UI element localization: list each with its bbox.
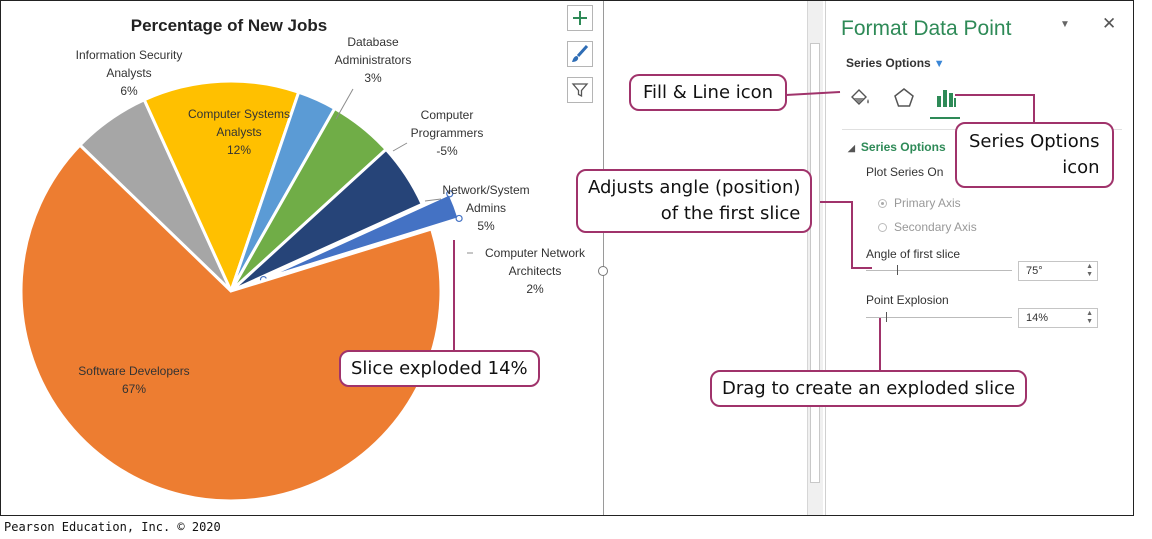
slice-selection-handle[interactable] [446, 190, 454, 198]
close-icon[interactable]: ✕ [1102, 14, 1117, 33]
callout-adjusts-line2: of the first slice [660, 203, 801, 224]
angle-of-first-slice-label: Angle of first slice [866, 247, 961, 261]
callout-fill-line: Fill & Line icon [629, 74, 788, 111]
collapse-triangle-icon: ◢ [848, 143, 855, 153]
slice-name-label: Analysts [106, 66, 151, 80]
chart-selection-border [603, 1, 604, 515]
callout-fill-line-text: Fill & Line icon [643, 82, 774, 103]
explosion-slider-thumb[interactable] [886, 312, 888, 322]
leader-line [392, 142, 408, 152]
series-options-dropdown[interactable]: Series Options▼ [846, 56, 945, 70]
slice-name-label: Programmers [411, 126, 484, 140]
callout-adjusts-line1: Adjusts angle (position) [588, 177, 801, 198]
paint-bucket-icon [851, 89, 869, 105]
section-title: Series Options [860, 140, 946, 154]
secondary-axis-label: Secondary Axis [894, 220, 977, 234]
plus-icon [573, 11, 587, 25]
callout-adjusts-angle: Adjusts angle (position) of the first sl… [576, 169, 813, 233]
pie-chart[interactable]: Percentage of New Jobs Information Secur… [1, 1, 601, 516]
slice-value-label: 3% [364, 71, 382, 85]
slice-name-label: Architects [509, 264, 562, 278]
slice-name-label: Administrators [335, 53, 412, 67]
copyright-notice: Pearson Education, Inc. © 2020 [4, 520, 221, 534]
series-options-section-header[interactable]: ◢ Series Options [848, 140, 946, 154]
explosion-value: 14% [1026, 312, 1049, 324]
chevron-down-icon[interactable]: ▼ [1060, 19, 1070, 30]
callout-slice-exploded: Slice exploded 14% [339, 350, 540, 387]
paintbrush-icon [572, 44, 589, 62]
slice-selection-handle[interactable] [455, 214, 463, 223]
vertical-scrollbar[interactable] [807, 1, 823, 515]
callout-series-options-line1: Series Options [969, 131, 1100, 152]
chart-filters-button[interactable] [567, 77, 593, 103]
series-options-dropdown-label: Series Options [846, 56, 931, 70]
callout-drag-explode: Drag to create an exploded slice [710, 370, 1028, 407]
pie-slice[interactable] [229, 147, 425, 293]
leader-line [335, 88, 354, 120]
callout-slice-exploded-text: Slice exploded 14% [351, 358, 528, 379]
pane-title: Format Data Point [841, 17, 1012, 40]
leader-line [424, 198, 442, 202]
pie-slice[interactable] [142, 79, 301, 296]
screenshot-frame: Percentage of New Jobs Information Secur… [0, 0, 1134, 516]
radio-unselected-icon [878, 222, 887, 232]
pie-slices[interactable] [19, 79, 463, 503]
slice-value-label: 67% [122, 382, 146, 396]
spinner-arrows-icon[interactable]: ▲▼ [1086, 310, 1093, 325]
format-data-point-pane: Format Data Point ▼ ✕ Series Options▼ [825, 1, 1133, 515]
primary-axis-label: Primary Axis [894, 196, 961, 210]
slice-value-label: 5% [477, 219, 495, 233]
point-explosion-label: Point Explosion [866, 293, 949, 307]
slice-value-label: 12% [227, 143, 251, 157]
angle-slider-track[interactable] [866, 270, 1012, 271]
callout-series-options: Series Options icon [955, 122, 1114, 188]
explosion-spinner[interactable]: 14% ▲▼ [1018, 308, 1098, 328]
slice-name-label: Analysts [216, 125, 261, 139]
scrollbar-thumb[interactable] [810, 43, 820, 483]
primary-axis-radio[interactable]: Primary Axis [878, 196, 961, 210]
chart-tools [567, 5, 601, 113]
slice-name-label: Computer [421, 108, 474, 122]
slice-value-label: 6% [120, 84, 138, 98]
slice-value-label: 2% [526, 282, 544, 296]
slice-name-label: Admins [466, 201, 506, 215]
slice-value-label: -5% [436, 144, 458, 158]
slice-name-label: Network/System [442, 183, 529, 197]
angle-spinner[interactable]: 75° ▲▼ [1018, 261, 1098, 281]
active-tab-indicator [930, 117, 960, 119]
pentagon-icon [894, 88, 914, 107]
bar-chart-icon [937, 90, 956, 107]
tab-effects[interactable] [890, 83, 918, 113]
angle-slider-thumb[interactable] [896, 265, 898, 275]
chart-resize-handle[interactable] [598, 266, 608, 276]
explosion-slider-track[interactable] [866, 317, 1012, 318]
triangle-down-icon: ▼ [933, 58, 945, 70]
chart-styles-button[interactable] [567, 41, 593, 67]
funnel-icon [571, 83, 589, 98]
callout-series-options-line2: icon [1062, 157, 1100, 178]
tab-fill-line[interactable] [846, 83, 874, 113]
angle-value: 75° [1026, 265, 1043, 277]
leader-lines [335, 88, 473, 254]
slice-name-label: Computer Systems [188, 107, 290, 121]
slice-name-label: Information Security [76, 48, 183, 62]
chart-title: Percentage of New Jobs [131, 16, 328, 35]
slice-name-label: Software Developers [78, 364, 189, 378]
chart-elements-button[interactable] [567, 5, 593, 31]
slice-name-label: Database [347, 35, 399, 49]
secondary-axis-radio[interactable]: Secondary Axis [878, 220, 977, 234]
tab-series-options[interactable] [932, 83, 960, 113]
radio-selected-icon [878, 198, 887, 208]
plot-series-on-label: Plot Series On [866, 165, 944, 179]
slice-name-label: Computer Network [485, 246, 586, 260]
callout-drag-text: Drag to create an exploded slice [722, 378, 1016, 399]
spinner-arrows-icon[interactable]: ▲▼ [1086, 263, 1093, 278]
